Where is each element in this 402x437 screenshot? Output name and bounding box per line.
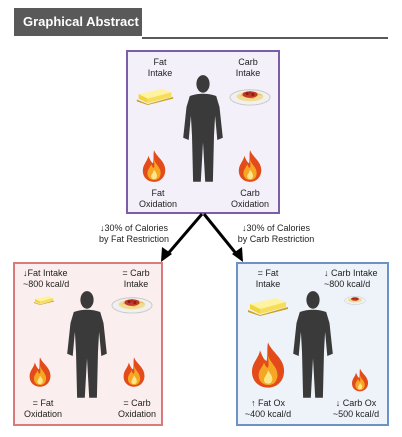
- header-rule: [142, 37, 388, 39]
- graphical-abstract-header: Graphical Abstract: [14, 8, 142, 36]
- left-fat-oxidation-label: = Fat Oxidation: [23, 398, 63, 419]
- person-silhouette-icon: [291, 290, 335, 400]
- carb-ox-label: ↓ Carb Ox ~500 kcal/d: [332, 398, 380, 419]
- right-fat-intake-label: = Fat Intake: [255, 268, 281, 289]
- fat-intake-label: Fat Intake: [147, 57, 173, 78]
- right-carb-intake-label: ↓ Carb Intake ~800 kcal/d: [324, 268, 378, 289]
- baseline-panel: Fat Intake Carb Intake Fat Oxidation Car…: [126, 50, 280, 214]
- left-carb-intake-label: = Carb Intake: [122, 268, 150, 289]
- small-pasta-icon: [344, 294, 366, 305]
- small-butter-icon: [33, 294, 55, 305]
- carb-intake-label: Carb Intake: [235, 57, 261, 78]
- carb-oxidation-label: Carb Oxidation: [230, 188, 270, 209]
- fat-ox-label: ↑ Fat Ox ~400 kcal/d: [244, 398, 292, 419]
- pasta-icon: [111, 293, 153, 314]
- carb-restriction-panel: = Fat Intake ↓ Carb Intake ~800 kcal/d ↑…: [236, 262, 389, 426]
- butter-icon: [246, 294, 290, 316]
- small-carb-fire-icon: [350, 368, 370, 392]
- fat-oxidation-label: Fat Oxidation: [138, 188, 178, 209]
- large-fat-fire-icon: [248, 340, 288, 390]
- fat-restriction-label: ↓30% of Calories by Fat Restriction: [98, 223, 170, 244]
- fat-restriction-panel: ↓Fat Intake ~800 kcal/d = Carb Intake = …: [13, 262, 163, 426]
- person-silhouette-icon: [65, 290, 109, 400]
- fat-fire-icon: [27, 356, 53, 388]
- carb-restriction-label: ↓30% of Calories by Carb Restriction: [237, 223, 315, 244]
- left-carb-oxidation-label: = Carb Oxidation: [117, 398, 157, 419]
- left-fat-intake-label: ↓Fat Intake ~800 kcal/d: [23, 268, 70, 289]
- carb-fire-icon: [121, 356, 147, 388]
